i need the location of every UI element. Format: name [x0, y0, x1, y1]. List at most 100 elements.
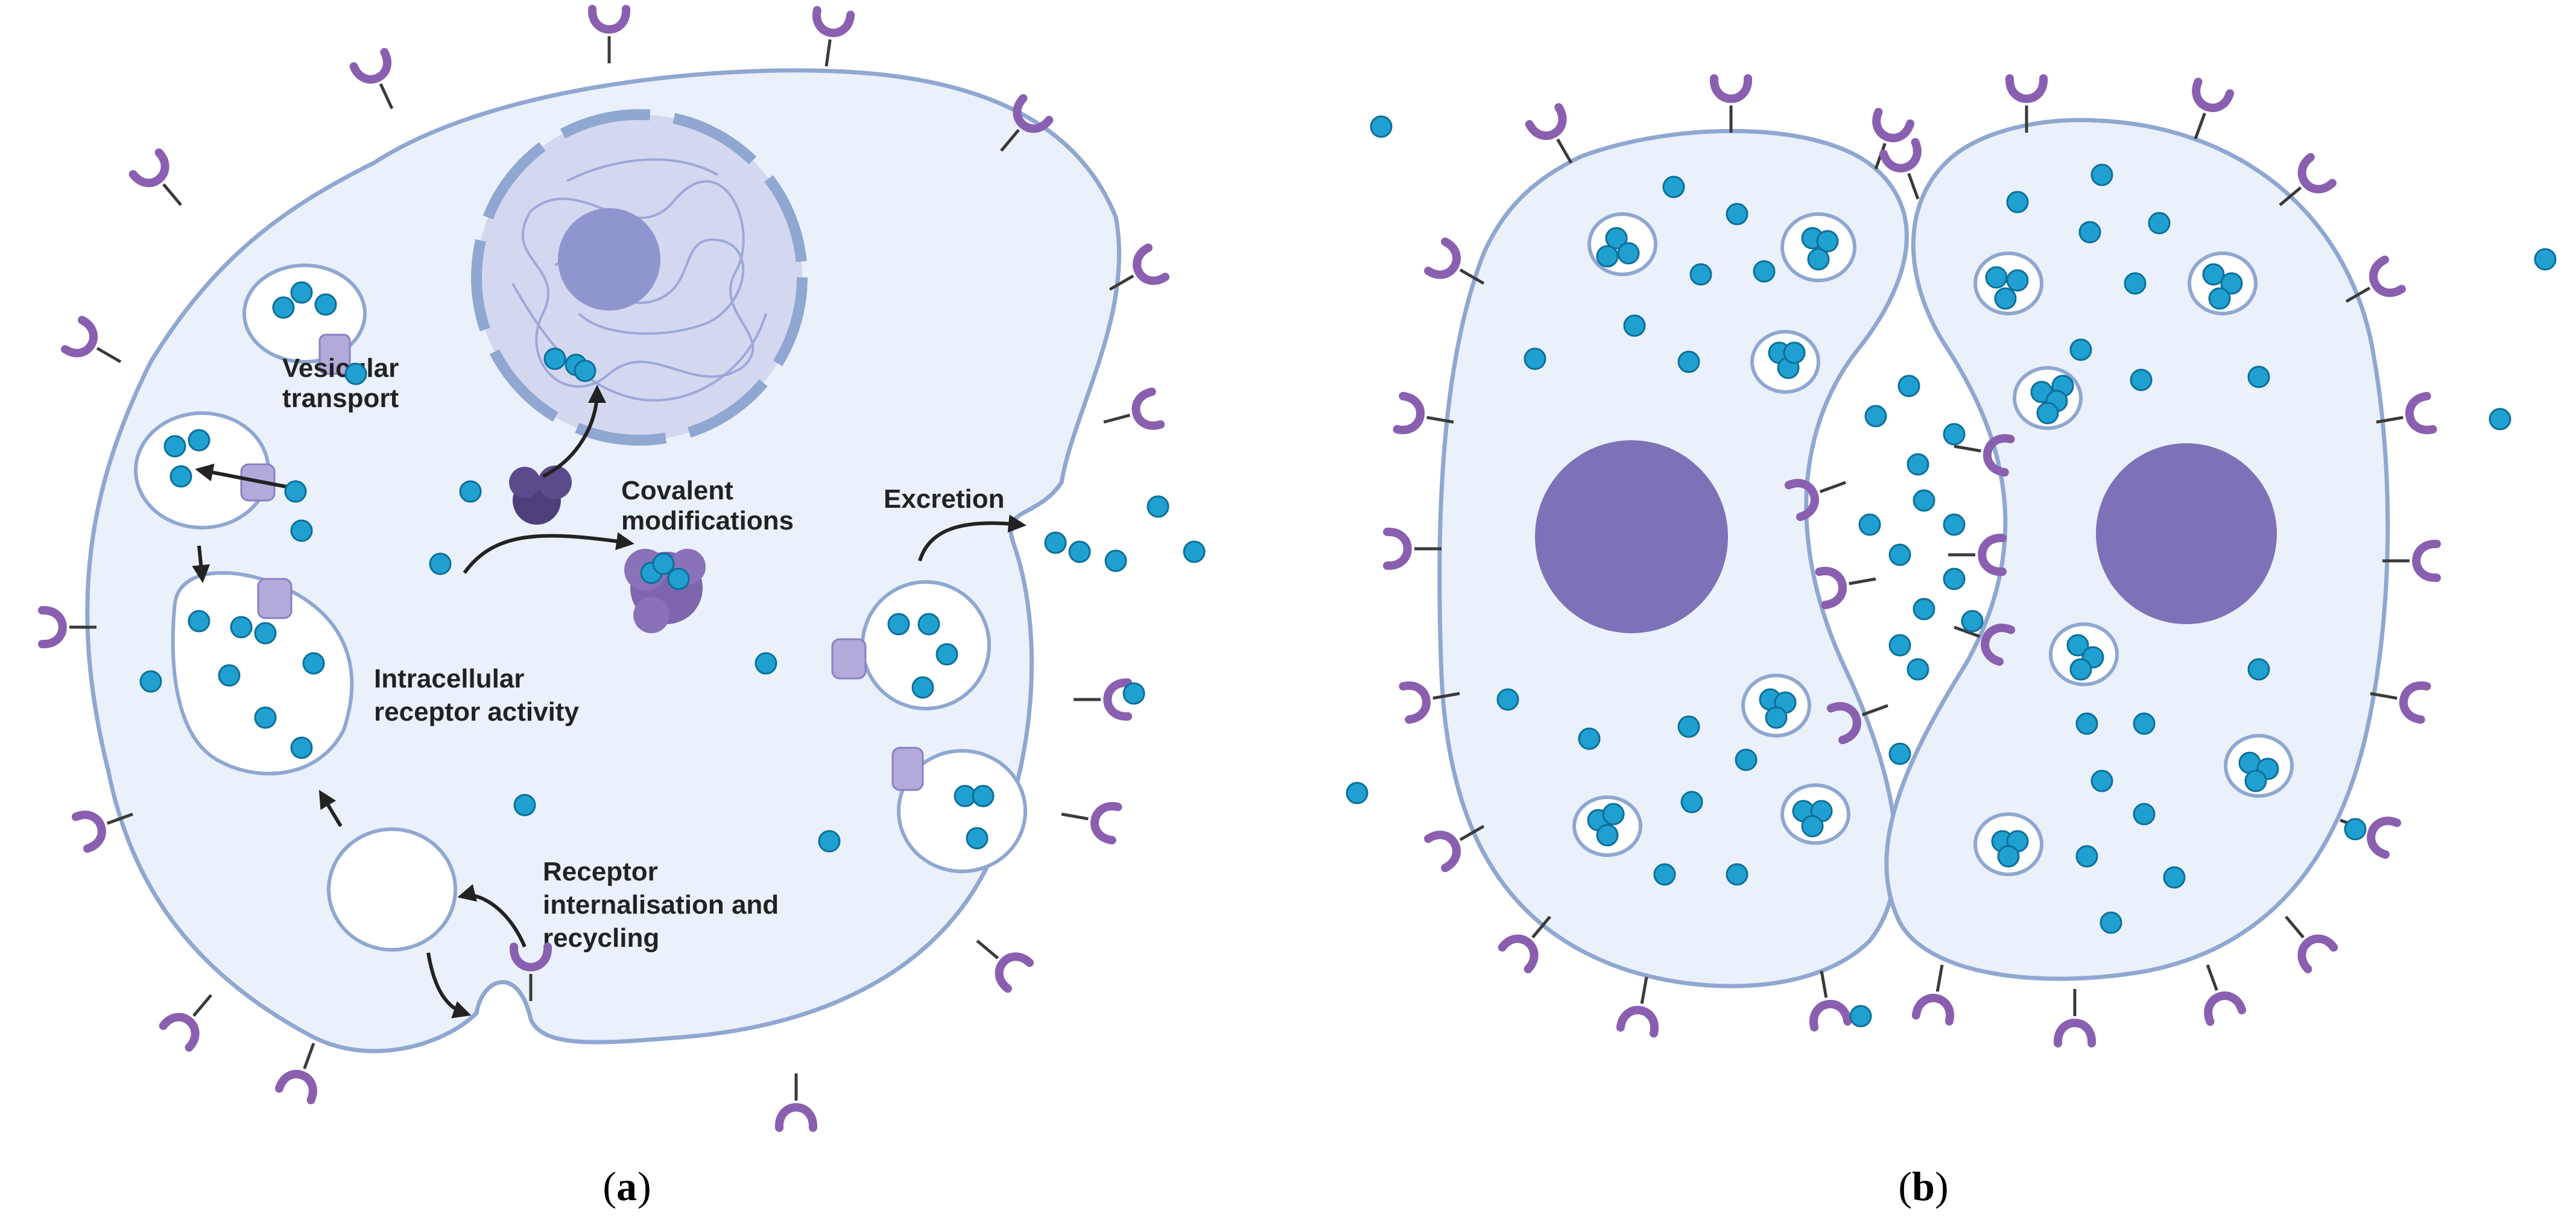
- ligand-molecule: [302, 652, 325, 675]
- caption-b-letter: b: [1912, 1163, 1935, 1209]
- panel-a: Vesicular transport Covalent modificatio…: [38, 5, 1206, 1209]
- receptor-icon: [71, 810, 133, 853]
- ligand-molecule: [2090, 163, 2113, 186]
- ligand-molecule: [1783, 341, 1806, 364]
- receptor-icon: [1383, 528, 1441, 570]
- receptor-icon: [1424, 237, 1485, 285]
- receptor-icon: [1954, 624, 2016, 666]
- ligand-molecule: [513, 794, 536, 817]
- ligand-molecule: [2133, 803, 2156, 826]
- vesicle-recycling: [327, 827, 457, 952]
- ligand-molecule: [290, 736, 313, 759]
- ligand-molecule: [1602, 803, 1625, 826]
- ligand-molecule: [188, 610, 210, 633]
- ligand-molecule: [1689, 263, 1712, 286]
- ligand-molecule: [459, 480, 482, 503]
- receptor-icon: [1616, 976, 1659, 1038]
- ligand-molecule: [1726, 203, 1748, 226]
- ligand-molecule: [1801, 815, 1824, 838]
- ligand-molecule: [1943, 423, 1966, 446]
- caption-a-letter: a: [616, 1163, 637, 1209]
- ligand-molecule: [2534, 248, 2557, 271]
- label-excretion: Excretion: [884, 484, 1005, 514]
- label-internal-1: Receptor: [543, 857, 658, 886]
- ligand-molecule: [1677, 350, 1700, 373]
- ligand-molecule: [1662, 175, 1685, 198]
- ligand-molecule: [2344, 818, 2367, 841]
- ligand-molecule: [1735, 748, 1758, 771]
- ligand-molecule: [139, 670, 162, 693]
- receptor-icon: [1393, 391, 1454, 434]
- receptor-icon: [812, 5, 855, 67]
- vesicle-receptor: [171, 571, 354, 776]
- ligand-molecule: [1578, 727, 1601, 750]
- receptor-icon: [775, 1073, 817, 1132]
- ligand-molecule: [935, 643, 958, 666]
- receptor-icon: [1103, 387, 1165, 430]
- ligand-molecule: [2489, 408, 2511, 431]
- ligand-molecule: [1596, 245, 1619, 268]
- vesicle-lower-right: [897, 749, 1027, 873]
- ligand-molecule: [1753, 260, 1776, 283]
- ligand-molecule: [574, 359, 597, 382]
- ligand-molecule: [2244, 769, 2267, 792]
- ligand-molecule: [169, 465, 192, 488]
- receptor-icon: [2204, 964, 2247, 1026]
- receptor-icon: [274, 1043, 317, 1105]
- receptor-icon: [1498, 915, 1551, 973]
- ligand-molecule: [230, 616, 253, 639]
- ligand-molecule: [2069, 338, 2092, 361]
- label-covalent-2: modifications: [621, 506, 794, 536]
- receptor-icon: [1074, 678, 1132, 721]
- label-covalent-1: Covalent: [621, 476, 733, 505]
- receptor-icon: [1826, 702, 1888, 745]
- label-internal-2: internalisation and: [543, 890, 779, 920]
- receptor-icon: [1399, 681, 1460, 724]
- nucleus-b-right: [2096, 443, 2277, 624]
- ligand-molecule: [218, 664, 241, 687]
- ligand-molecule: [2130, 368, 2153, 391]
- ligand-molecule: [314, 293, 337, 316]
- ligand-molecule: [2100, 911, 2122, 934]
- ligand-molecule: [1897, 374, 1920, 397]
- receptor-icon: [38, 606, 97, 648]
- caption-a-close: ): [638, 1163, 651, 1209]
- ligand-molecule: [1765, 706, 1788, 729]
- panel-a-arrows: [192, 385, 1027, 1019]
- receptor-icon: [2285, 915, 2338, 973]
- receptor-icon: [2370, 681, 2431, 724]
- ligand-molecule: [1680, 791, 1703, 814]
- ligand-molecule: [1104, 549, 1127, 572]
- ligand-molecule: [2220, 272, 2243, 295]
- panel-b: ( b ): [1346, 74, 2557, 1209]
- receptor-icon: [159, 994, 212, 1052]
- receptor-icon: [1000, 94, 1054, 152]
- panel-a-labels: Vesicular transport Covalent modificatio…: [282, 353, 1005, 953]
- receptor-icon: [588, 5, 630, 63]
- ligand-molecule: [1943, 513, 1966, 536]
- ligand-molecule: [1147, 495, 1169, 518]
- receptor-icon: [1061, 802, 1122, 845]
- ligand-molecule: [2148, 212, 2171, 235]
- ligand-molecule: [1346, 782, 1369, 804]
- ligand-molecule: [1183, 540, 1206, 563]
- ligand-molecule: [1653, 863, 1676, 886]
- ligand-molecule: [2006, 269, 2029, 292]
- receptor-icon: [1525, 103, 1573, 164]
- ligand-molecule: [2066, 634, 2089, 657]
- ligand-molecule: [1913, 489, 1935, 512]
- ligand-molecule: [2006, 191, 2029, 213]
- ligand-molecule: [1816, 230, 1839, 253]
- ligand-molecule: [1849, 1005, 1872, 1028]
- ligand-molecule: [1888, 742, 1911, 765]
- ligand-molecule: [254, 706, 277, 729]
- panel-b-receptors: [1383, 74, 2441, 1047]
- ligand-molecule: [1605, 227, 1628, 250]
- ligand-molecule: [887, 613, 910, 636]
- panel-a-ligands: [139, 281, 1206, 853]
- ligand-molecule: [1961, 610, 1984, 633]
- receptor-icon: [128, 148, 182, 206]
- receptor-icon: [2054, 989, 2096, 1047]
- ligand-molecule: [254, 622, 277, 645]
